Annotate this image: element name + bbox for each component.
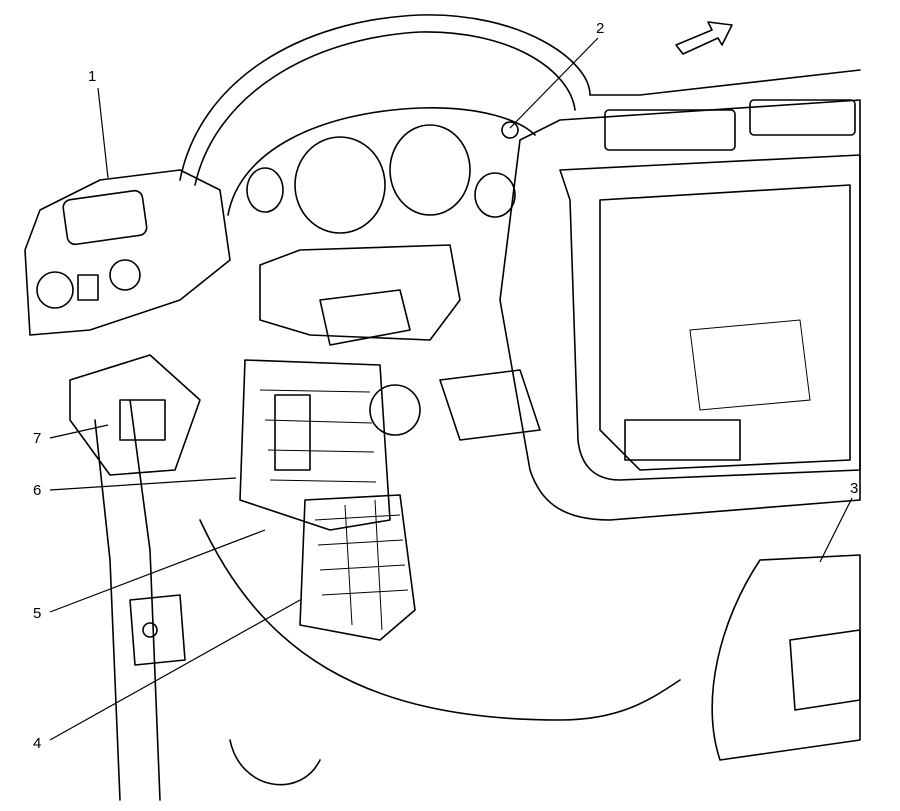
gauge [294,136,386,234]
instrument-panel-left [24,169,231,336]
forward-arrow-icon [675,21,733,55]
kick-panel [94,399,161,801]
center-stack-frame [499,99,861,521]
switch-knob [36,271,74,309]
gauge [474,172,516,218]
dash-top-arc [179,14,861,181]
lower-fuse-block [299,494,416,641]
gauge [246,167,284,213]
gauge [389,124,471,216]
callout-7: 7 [33,430,42,447]
body-control-module [239,359,391,531]
floor-console [711,554,861,761]
vent-center [604,109,736,151]
callout-6: 6 [33,482,42,499]
side-module [69,354,201,476]
air-vent-left [62,189,148,246]
callout-5: 5 [33,605,42,622]
callout-1: 1 [88,68,97,85]
callout-4: 4 [33,735,42,752]
callout-2: 2 [596,20,605,37]
callout-3: 3 [850,480,859,497]
